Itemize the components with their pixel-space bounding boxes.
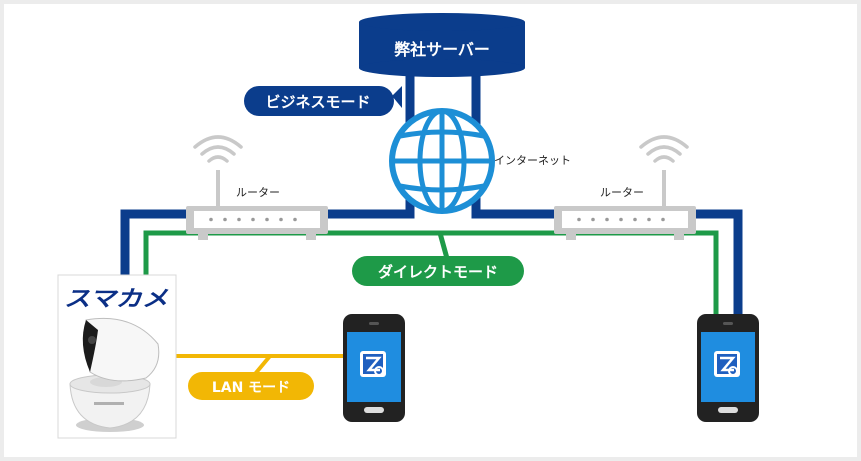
smartphone-lan bbox=[343, 314, 405, 422]
direct-line bbox=[143, 230, 719, 318]
app-icon bbox=[714, 351, 740, 377]
diagram-stage: 弊社サーバー インターネット ビジネスモード ルーター bbox=[4, 4, 857, 457]
wifi-icon bbox=[193, 135, 243, 163]
lan-mode-lines bbox=[176, 354, 344, 376]
router-right: ルーター bbox=[554, 135, 696, 240]
smartphone-remote bbox=[697, 314, 759, 422]
camera-card: スマカメ bbox=[57, 274, 177, 439]
app-icon bbox=[360, 351, 386, 377]
business-mode-badge: ビジネスモード bbox=[244, 86, 402, 116]
lan-mode-badge: LAN モード bbox=[188, 372, 314, 400]
router-left: ルーター bbox=[186, 135, 328, 240]
lan-mode-label: LAN モード bbox=[212, 380, 290, 396]
server-label: 弊社サーバー bbox=[394, 40, 490, 59]
lan-label-connector bbox=[253, 354, 272, 376]
globe-icon bbox=[389, 108, 495, 214]
wifi-icon bbox=[639, 135, 689, 163]
router-right-label: ルーター bbox=[600, 186, 644, 199]
internet-label: インターネット bbox=[494, 154, 571, 167]
direct-mode-label: ダイレクトモード bbox=[378, 263, 498, 281]
business-mode-label: ビジネスモード bbox=[265, 93, 370, 111]
company-server: 弊社サーバー bbox=[359, 13, 525, 77]
camera-icon bbox=[69, 317, 160, 432]
router-left-label: ルーター bbox=[236, 186, 280, 199]
direct-mode-badge: ダイレクトモード bbox=[352, 256, 524, 286]
brand-logo: スマカメ bbox=[64, 287, 169, 312]
